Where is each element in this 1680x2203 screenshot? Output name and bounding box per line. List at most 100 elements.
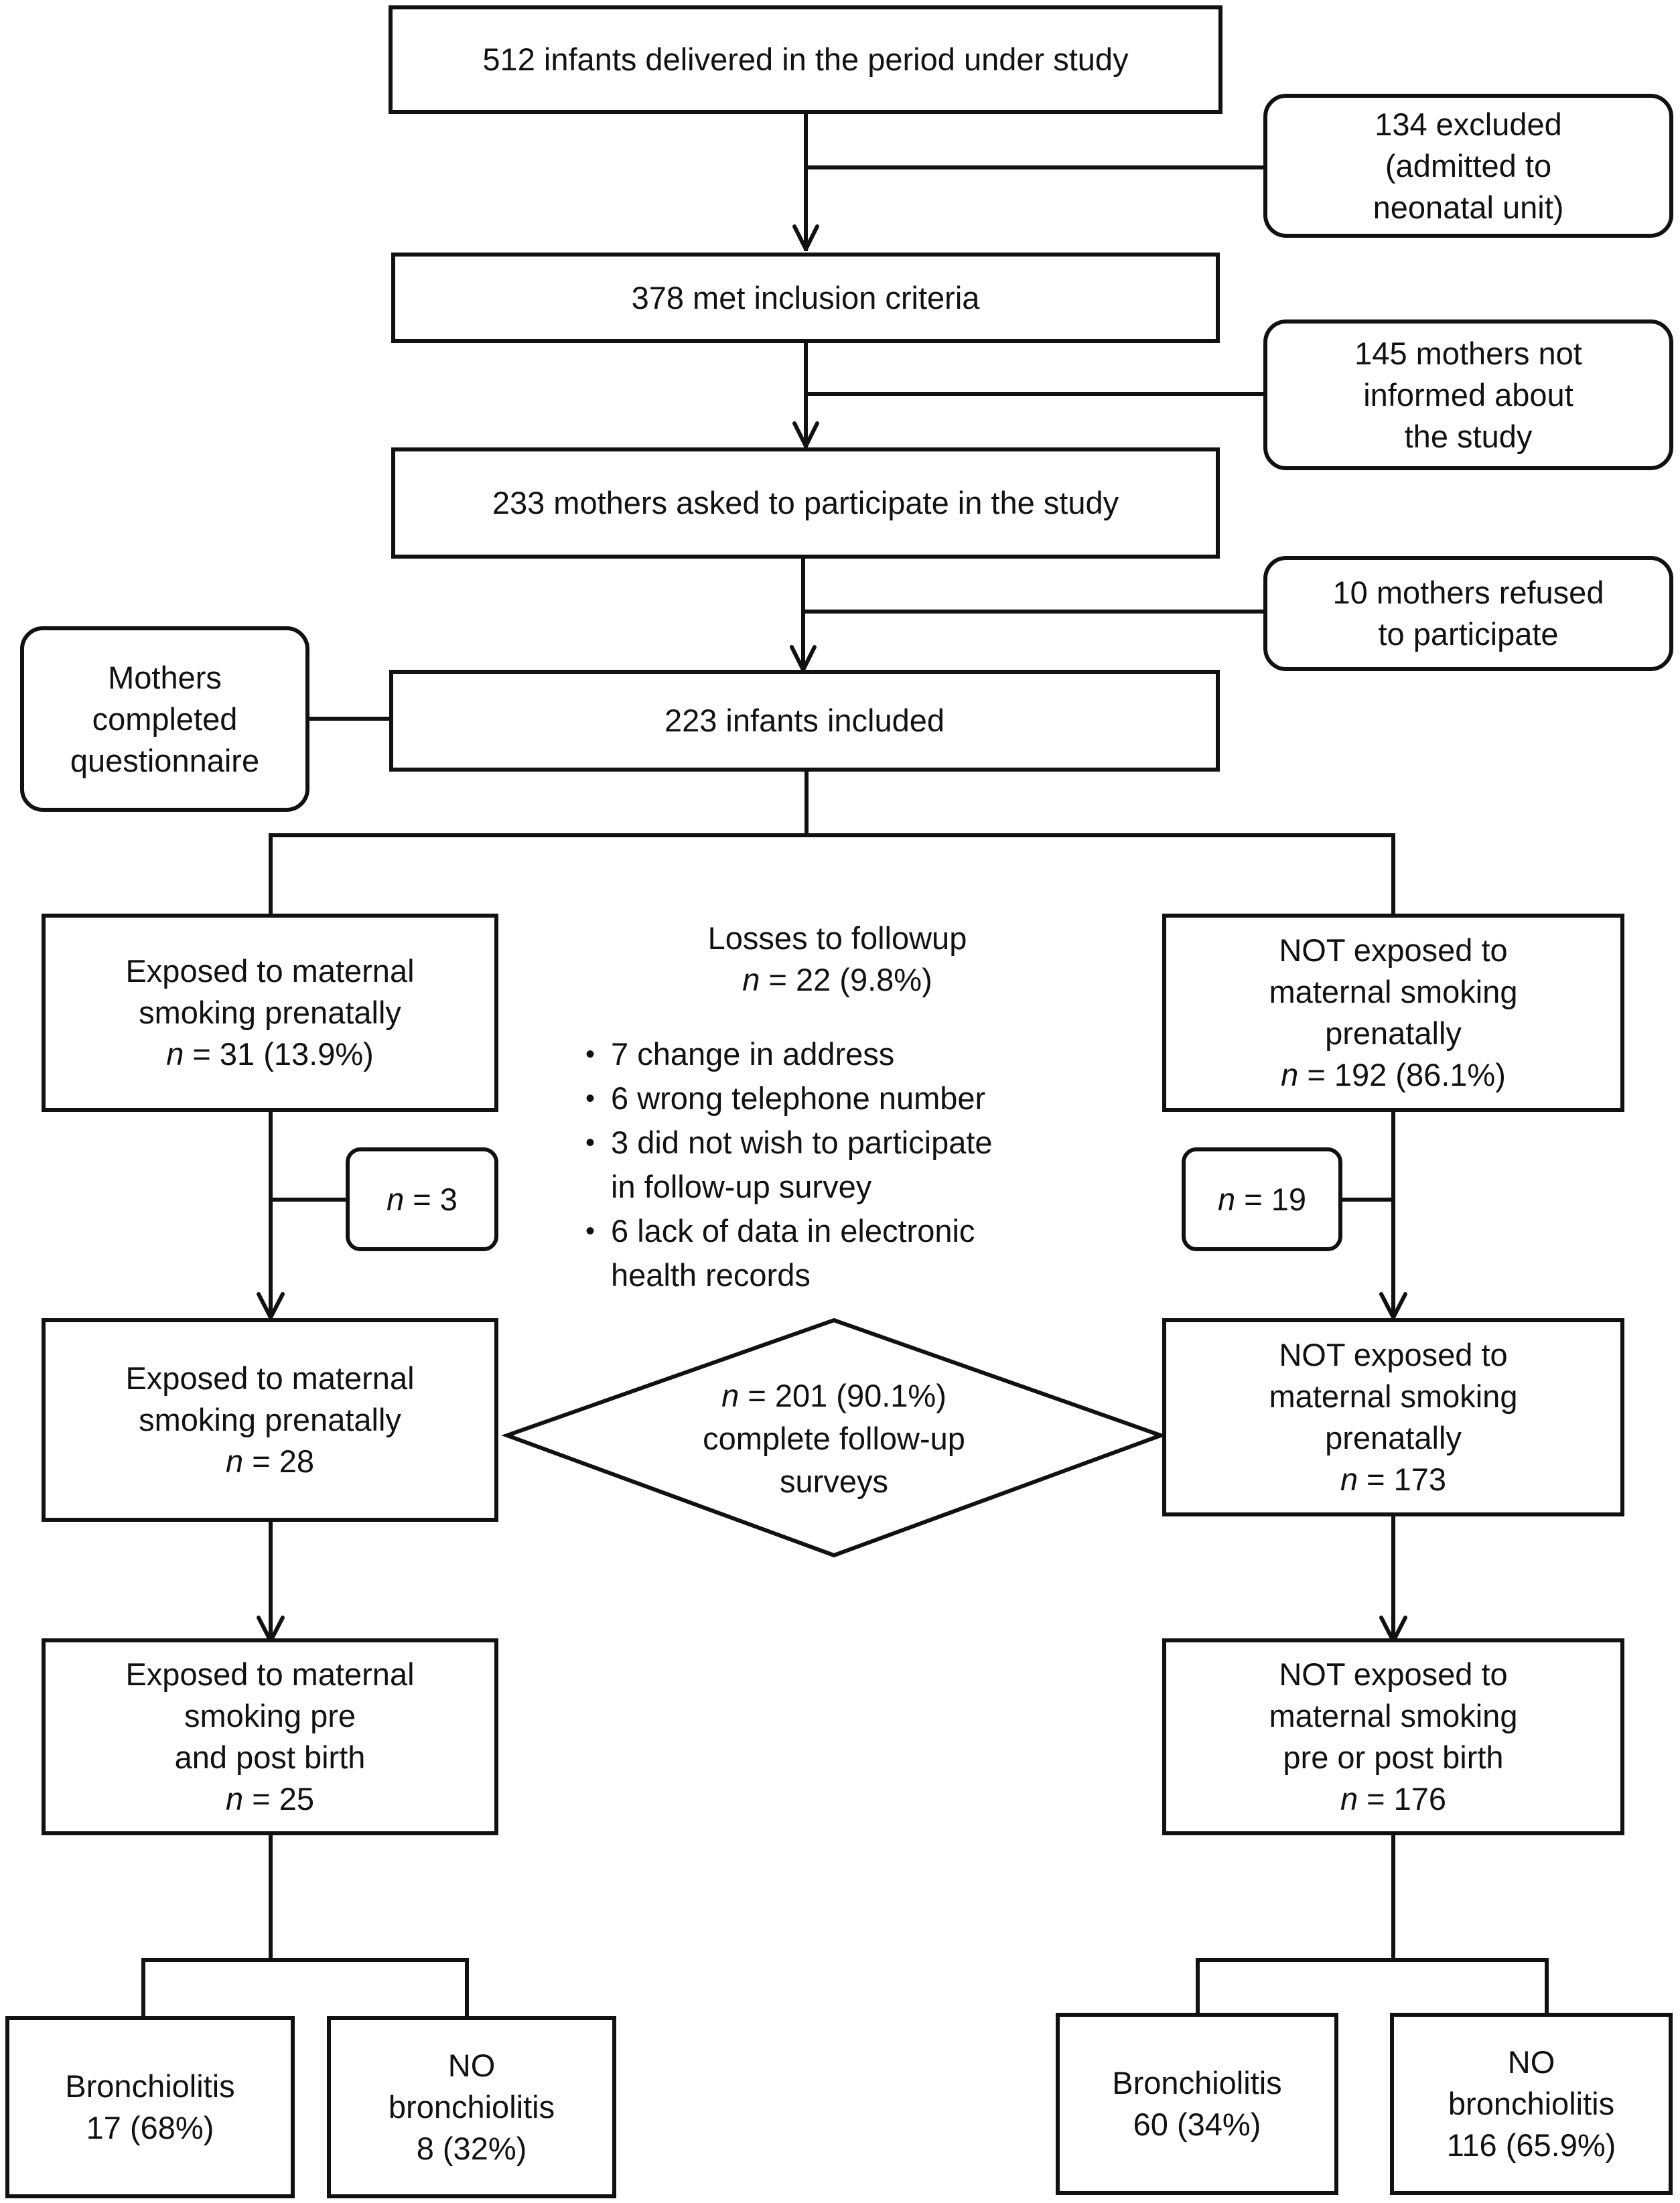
loss-reason-text: 3 did not wish to participate [611,1125,993,1160]
not-exposed-loss-count: n = 19 [1218,1179,1306,1220]
not-exposed-prenatal-line-2: maternal smoking [1269,974,1518,1009]
arrowhead-asked [792,421,819,448]
excluded-admitted-line-2: (admitted to [1385,147,1552,184]
loss-reason-item: • 7 change in address [583,1032,993,1076]
bullet-icon: • [585,1216,596,1246]
exposed-pre-post-box: Exposed to maternal smoking pre and post… [42,1638,498,1835]
not-exposed-no-bronchiolitis-line-3: 116 (65.9%) [1446,2127,1616,2163]
bullet-icon: • [585,1128,596,1157]
exposed-followed-line-1: Exposed to maternal [125,1360,415,1396]
not-exposed-loss-box: n = 19 [1182,1147,1342,1251]
inclusion-label: 378 met inclusion criteria [631,279,980,315]
complete-followup-line-1: complete follow-up [703,1421,965,1456]
inclusion-box: 378 met inclusion criteria [391,253,1220,343]
n-symbol: n [1340,1462,1358,1497]
losses-reasons-list: •7 change in address •6 wrong telephone … [583,1032,993,1297]
refused-line-1: 10 mothers refused [1332,575,1604,610]
not-exposed-followed-box: NOT exposed to maternal smoking prenatal… [1162,1318,1624,1516]
not-exposed-pre-post-count-value: = 176 [1358,1781,1447,1817]
loss-reason-item: •6 wrong telephone number [583,1076,993,1121]
excluded-admitted-line-1: 134 excluded [1375,106,1562,142]
not-exposed-pre-post-line-3: pre or post birth [1283,1739,1504,1775]
not-exposed-prenatal-box: NOT exposed to maternal smoking prenatal… [1162,914,1624,1112]
not-exposed-no-bronchiolitis-line-2: bronchiolitis [1448,2086,1615,2121]
exposed-prenatal-line-1: Exposed to maternal [125,953,415,989]
not-exposed-followed-line-2: maternal smoking [1269,1378,1518,1414]
asked-box: 233 mothers asked to participate in the … [391,447,1220,559]
delivered-box: 512 infants delivered in the period unde… [389,5,1222,114]
losses-count-value: = 22 (9.8%) [760,962,932,997]
n-symbol: n [742,962,760,997]
n-symbol: n [1281,1057,1299,1092]
exposed-no-bronchiolitis-line-1: NO [447,2048,496,2083]
loss-reason-continuation: health records [611,1257,811,1293]
n-symbol: n [387,1181,405,1217]
not-exposed-prenatal-line-3: prenatally [1325,1015,1462,1051]
not-exposed-pre-post-line-2: maternal smoking [1269,1698,1518,1733]
excluded-admitted-line-3: neonatal unit) [1373,189,1564,225]
questionnaire-line-3: questionnaire [70,742,260,778]
not-exposed-pre-post-count: n = 176 [1340,1778,1446,1820]
n-symbol: n [1340,1781,1358,1817]
exposed-prenatal-line-2: smoking prenatally [139,995,401,1030]
arrowhead-left-followed [257,1292,285,1320]
exposed-followed-count: n = 28 [226,1441,314,1482]
loss-reason-text: 6 lack of data in electronic [611,1213,975,1249]
bullet-icon: • [585,1040,596,1069]
not-exposed-followed-line-1: NOT exposed to [1279,1337,1508,1372]
complete-followup-count-value: = 201 (90.1%) [739,1378,947,1413]
n-symbol: n [721,1378,740,1413]
not-exposed-prenatal-count: n = 192 (86.1%) [1281,1054,1506,1096]
exposed-pre-post-count-value: = 25 [243,1781,314,1817]
not-informed-line-2: informed about [1363,376,1573,413]
exposed-no-bronchiolitis-box: NO bronchiolitis 8 (32%) [327,2016,616,2198]
exposed-prenatal-count-value: = 31 (13.9%) [184,1036,374,1072]
excluded-admitted-box: 134 excluded (admitted to neonatal unit) [1263,94,1673,238]
n-symbol: n [226,1443,244,1479]
not-exposed-pre-post-box: NOT exposed to maternal smoking pre or p… [1162,1638,1624,1835]
loss-reason-text: 7 change in address [611,1036,895,1072]
complete-followup-count: n = 201 (90.1%) [633,1374,1035,1417]
not-exposed-bronchiolitis-line-2: 60 (34%) [1133,2107,1261,2142]
not-informed-line-1: 145 mothers not [1354,335,1582,371]
not-exposed-followed-line-3: prenatally [1325,1420,1462,1455]
questionnaire-line-1: Mothers [108,659,222,695]
not-informed-box: 145 mothers not informed about the study [1263,319,1673,470]
not-exposed-no-bronchiolitis-line-1: NO [1507,2044,1555,2080]
not-exposed-followed-count-value: = 173 [1358,1462,1447,1497]
not-exposed-no-bronchiolitis-box: NO bronchiolitis 116 (65.9%) [1390,2013,1673,2195]
exposed-bronchiolitis-box: Bronchiolitis 17 (68%) [5,2016,295,2198]
not-exposed-prenatal-line-1: NOT exposed to [1279,932,1508,968]
losses-heading: Losses to followup n = 22 (9.8%) [563,918,1112,1001]
not-exposed-bronchiolitis-box: Bronchiolitis 60 (34%) [1056,2013,1338,2195]
not-exposed-loss-count-value: = 19 [1235,1181,1306,1217]
losses-count: n = 22 (9.8%) [563,959,1112,1001]
not-exposed-bronchiolitis-line-1: Bronchiolitis [1112,2065,1282,2101]
exposed-followed-line-2: smoking prenatally [139,1402,401,1437]
complete-followup-label: n = 201 (90.1%) complete follow-up surve… [633,1374,1035,1503]
exposed-bronchiolitis-line-1: Bronchiolitis [65,2068,235,2104]
losses-title: Losses to followup [707,920,967,956]
included-label: 223 infants included [664,703,945,738]
complete-followup-diamond [501,1318,1167,1558]
exposed-no-bronchiolitis-line-3: 8 (32%) [416,2131,527,2166]
not-exposed-pre-post-line-1: NOT exposed to [1279,1656,1508,1692]
not-informed-line-3: the study [1404,418,1533,454]
loss-reason-text: 6 wrong telephone number [611,1080,986,1116]
refused-line-2: to participate [1378,616,1559,652]
n-symbol: n [1218,1181,1236,1217]
exposed-prenatal-box: Exposed to maternal smoking prenatally n… [42,914,498,1112]
exposed-followed-count-value: = 28 [243,1443,314,1479]
included-box: 223 infants included [389,670,1220,772]
exposed-followed-box: Exposed to maternal smoking prenatally n… [42,1318,498,1522]
loss-reason-item: • 6 lack of data in electronic health reco… [583,1209,993,1297]
complete-followup-line-2: surveys [780,1464,888,1499]
exposed-loss-count: n = 3 [387,1179,458,1220]
exposed-loss-box: n = 3 [346,1147,498,1251]
not-exposed-prenatal-count-value: = 192 (86.1%) [1298,1057,1506,1092]
exposed-no-bronchiolitis-line-2: bronchiolitis [388,2089,555,2125]
questionnaire-line-2: completed [92,701,238,737]
